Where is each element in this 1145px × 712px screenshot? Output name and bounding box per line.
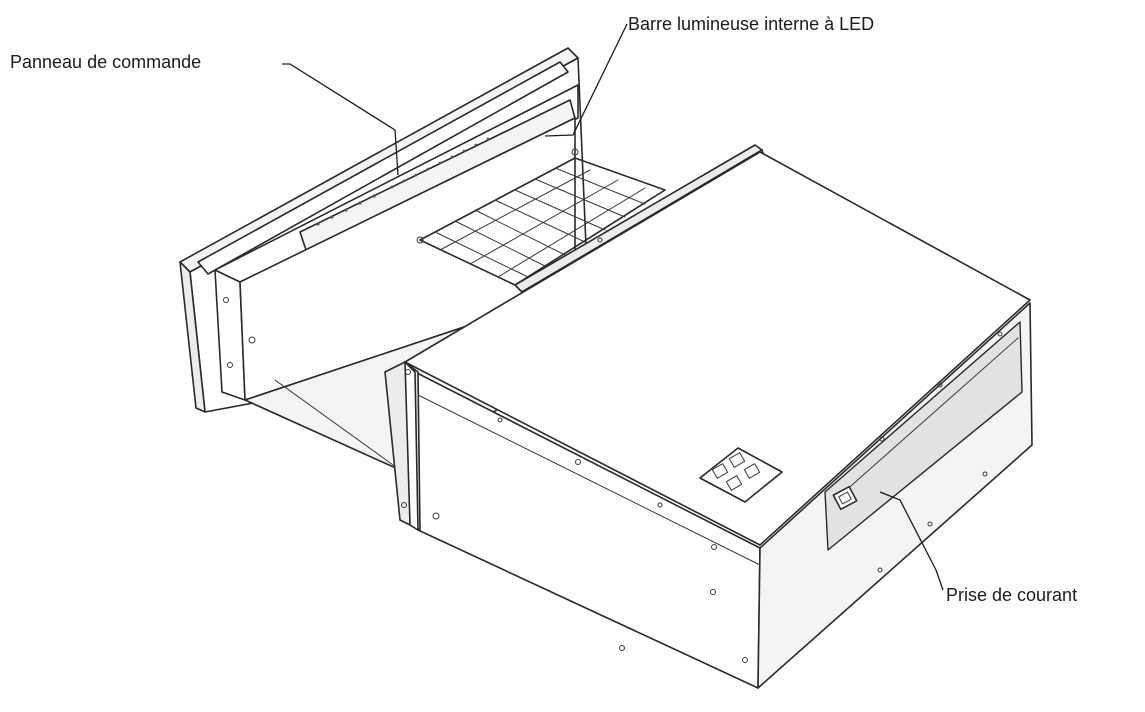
wire-rack [416,148,666,286]
leader-lines [282,23,944,591]
label-led-bar: Barre lumineuse interne à LED [628,14,875,34]
control-buttons [316,137,490,226]
label-control-panel: Panneau de commande [10,52,202,72]
housing-body [384,151,1033,689]
label-power-socket: Prise de courant [946,585,1078,605]
power-socket [832,485,858,511]
